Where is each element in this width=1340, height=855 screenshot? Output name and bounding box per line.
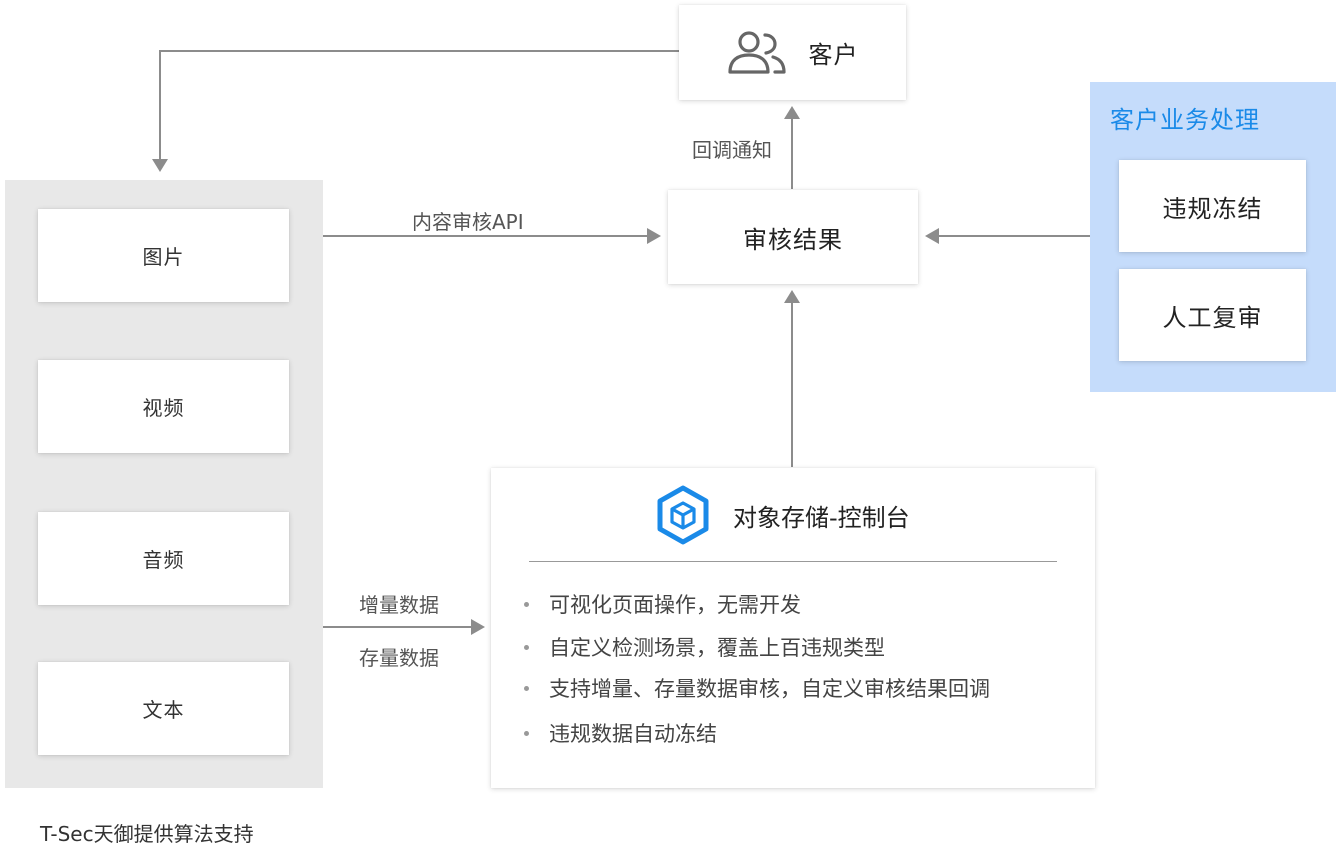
customer-to-content-line [159,50,679,160]
content-type-audio: 音频 [38,512,289,605]
manual-review-label: 人工复审 [1162,303,1263,332]
client-processing-item: 违规冻结 [1119,160,1306,252]
content-type-label: 音频 [142,548,185,572]
feature-text: 违规数据自动冻结 [549,722,717,746]
callback-label: 回调通知 [692,138,772,162]
audit-result-box: 审核结果 [668,190,918,284]
storage-divider [529,561,1057,562]
audit-result-label: 审核结果 [743,225,843,254]
arrowhead-up [784,106,800,119]
stock-data-label: 存量数据 [359,646,439,670]
bullet-dot [524,730,529,736]
violation-freeze-label: 违规冻结 [1162,194,1263,223]
storage-console-title: 对象存储-控制台 [733,504,910,532]
arrowhead-left [925,228,939,244]
customer-box: 客户 [679,5,906,100]
feature-item: 可视化页面操作，无需开发 [524,589,801,619]
content-type-label: 图片 [142,245,185,269]
content-type-label: 文本 [142,698,185,722]
users-icon [727,28,787,78]
bullet-dot [524,685,529,691]
arrowhead-right [471,619,485,635]
incremental-data-label: 增量数据 [359,593,439,617]
feature-text: 自定义检测场景，覆盖上百违规类型 [549,636,885,660]
bullet-dot [524,644,529,650]
client-processing-item: 人工复审 [1119,269,1306,361]
cube-hexagon-icon [655,485,711,545]
content-type-text: 文本 [38,662,289,755]
content-type-label: 视频 [142,396,185,420]
feature-item: 支持增量、存量数据审核，自定义审核结果回调 [524,673,990,703]
feature-text: 支持增量、存量数据审核，自定义审核结果回调 [549,677,990,701]
arrowhead-down [152,159,168,172]
feature-item: 自定义检测场景，覆盖上百违规类型 [524,632,885,662]
arrowhead-up [784,290,800,303]
feature-text: 可视化页面操作，无需开发 [549,593,801,617]
footer-text: T-Sec天御提供算法支持 [40,822,254,846]
content-type-image: 图片 [38,209,289,302]
content-type-video: 视频 [38,360,289,453]
client-processing-title: 客户业务处理 [1110,106,1260,134]
arrowhead-right [647,228,661,244]
api-label: 内容审核API [412,210,524,234]
customer-label: 客户 [808,41,859,69]
feature-item: 违规数据自动冻结 [524,718,717,748]
bullet-dot [524,601,529,607]
storage-console-box [491,468,1095,788]
